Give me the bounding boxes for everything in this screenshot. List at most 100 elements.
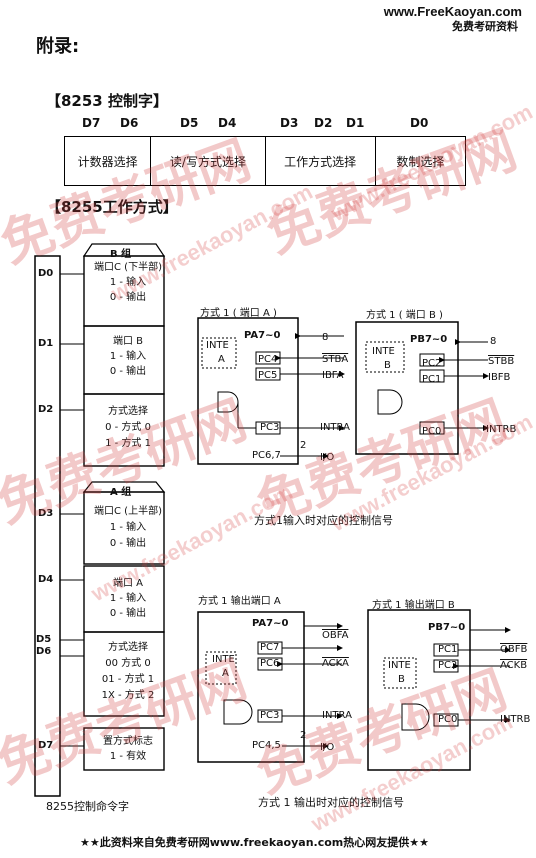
command-word-diagram xyxy=(34,243,166,797)
pc1-label: PC1 xyxy=(422,374,442,385)
box-line: 端口 A xyxy=(112,578,144,589)
pa-label: PA7~0 xyxy=(244,330,281,341)
bit-label-d1: D1 xyxy=(346,116,365,130)
pc0-label: PC0 xyxy=(422,426,442,437)
box-mode-b: 方式选择 0 - 方式 0 1 - 方式 1 xyxy=(92,404,164,452)
d-label-d4: D4 xyxy=(38,574,54,585)
box-line: 1 - 输入 xyxy=(109,277,147,288)
d-label-d7: D7 xyxy=(38,740,54,751)
input-caption: 方式1输入时对应的控制信号 xyxy=(254,514,393,527)
bit-label-d6: D6 xyxy=(120,116,139,130)
box-line: 1 - 输入 xyxy=(109,522,147,533)
inte-a-letter: A xyxy=(218,354,225,365)
obfb-label: OBFB xyxy=(500,644,528,655)
box-line: 01 - 方式 1 xyxy=(101,674,155,685)
box-line: 0 - 输出 xyxy=(109,366,147,377)
bit-label-d4: D4 xyxy=(218,116,237,130)
pc5-label: PC5 xyxy=(258,370,278,381)
d-label-d5-d6: D5 D6 xyxy=(36,634,52,657)
in-a-title: 方式 1 ( 端口 A ) xyxy=(200,308,277,319)
two-a: 2 xyxy=(300,440,307,451)
box-line: 1 - 方式 1 xyxy=(105,438,151,449)
box-line: 端口C (上半部) xyxy=(94,506,162,517)
pa-out-label: PA7~0 xyxy=(252,618,289,629)
stba-label: STBA xyxy=(322,354,349,365)
inte-b-out: INTE xyxy=(388,660,411,671)
pc3-label: PC3 xyxy=(260,422,280,433)
field-work-mode: 工作方式选择 xyxy=(266,137,376,185)
intrb-out-label: INTRB xyxy=(500,714,531,725)
signal-diagrams xyxy=(197,317,511,771)
pc45-label: PC4,5 xyxy=(252,740,281,751)
group-b-label: B 组 xyxy=(110,249,132,260)
box-line: 1X - 方式 2 xyxy=(101,690,155,701)
stbb-label: STBB xyxy=(488,356,515,367)
intra-label: INTRA xyxy=(320,422,350,433)
output-port-b-diagram xyxy=(367,609,511,771)
obfa-label: OBFA xyxy=(322,630,349,641)
input-port-a-diagram xyxy=(197,317,345,465)
pb-label: PB7~0 xyxy=(410,334,448,345)
d-label-d1: D1 xyxy=(38,338,54,349)
inte-b-letter: B xyxy=(384,360,391,371)
acka-label: ACKA xyxy=(322,658,349,669)
inte-b-label: INTE xyxy=(372,346,395,357)
bit-label-d5: D5 xyxy=(180,116,199,130)
pc3-out-label: PC3 xyxy=(260,710,280,721)
bit-label-d7: D7 xyxy=(82,116,101,130)
inte-b-out-letter: B xyxy=(398,674,405,685)
io-out: I/O xyxy=(320,742,335,753)
out-a-title: 方式 1 输出端口 A xyxy=(198,596,281,607)
heading-8253: 【8253 控制字】 xyxy=(46,92,168,110)
heading-8255: 【8255工作方式】 xyxy=(46,198,178,216)
box-portc-upper: 端口C (上半部) 1 - 输入 0 - 输出 xyxy=(88,504,168,552)
eight-a: 8 xyxy=(322,332,329,343)
box-line: 00 方式 0 xyxy=(105,658,151,669)
intra-out-label: INTRA xyxy=(322,710,352,721)
two-out: 2 xyxy=(300,730,307,741)
box-portc-lower: 端口C (下半部) 1 - 输入 0 - 输出 xyxy=(92,260,164,305)
box-mode-a: 方式选择 00 方式 0 01 - 方式 1 1X - 方式 2 xyxy=(92,640,164,704)
eight-b: 8 xyxy=(490,336,497,347)
bit-label-d0: D0 xyxy=(410,116,429,130)
group-a-label: A 组 xyxy=(110,487,132,498)
d-label-d2: D2 xyxy=(38,404,54,415)
field-number-system: 数制选择 xyxy=(396,154,445,169)
pc2-label: PC2 xyxy=(422,358,442,369)
box-line: 1 - 输入 xyxy=(109,351,147,362)
pc2-out-label: PC2 xyxy=(438,660,458,671)
d-label-d3: D3 xyxy=(38,508,54,519)
box-mode-flag: 置方式标志 1 - 有效 xyxy=(92,734,164,764)
bit-label-d2: D2 xyxy=(314,116,333,130)
ibfb-label: IBFB xyxy=(488,372,511,383)
box-porta: 端口 A 1 - 输入 0 - 输出 xyxy=(92,576,164,621)
pc4-label: PC4 xyxy=(258,354,278,365)
box-line: 1 - 有效 xyxy=(109,751,147,762)
ibfa-label: IBFA xyxy=(322,370,344,381)
field-counter-select: 计数器选择 xyxy=(65,137,152,185)
box-line: 0 - 输出 xyxy=(109,292,147,303)
pb-out-label: PB7~0 xyxy=(428,622,466,633)
bit-label-d3: D3 xyxy=(280,116,299,130)
pc6-label: PC6 xyxy=(260,658,280,669)
in-b-title: 方式 1 ( 端口 B ) xyxy=(366,310,443,321)
box-line: 0 - 输出 xyxy=(109,608,147,619)
input-port-b-diagram xyxy=(355,321,489,455)
site-url: www.FreeKaoyan.com xyxy=(383,4,522,19)
inte-a-label: INTE xyxy=(206,340,229,351)
d-label-d0: D0 xyxy=(38,268,54,279)
site-subtitle: 免费考研资料 xyxy=(452,20,518,33)
out-b-title: 方式 1 输出端口 B xyxy=(372,600,455,611)
box-line: 端口 B xyxy=(112,336,144,347)
intrb-label: INTRB xyxy=(486,424,517,435)
box-line: 1 - 输入 xyxy=(109,593,147,604)
box-line: 0 - 方式 0 xyxy=(105,422,151,433)
inte-a-out: INTE xyxy=(212,654,235,665)
pc7-label: PC7 xyxy=(260,642,280,653)
box-line: 端口C (下半部) xyxy=(94,262,162,273)
output-port-a-diagram xyxy=(197,611,343,763)
box-line: 置方式标志 xyxy=(103,736,153,747)
footer-note: ★★此资料来自免费考研网www.freekaoyan.com热心网友提供★★ xyxy=(80,836,429,849)
box-line: 0 - 输出 xyxy=(109,538,147,549)
page-title: 附录: xyxy=(36,36,80,57)
